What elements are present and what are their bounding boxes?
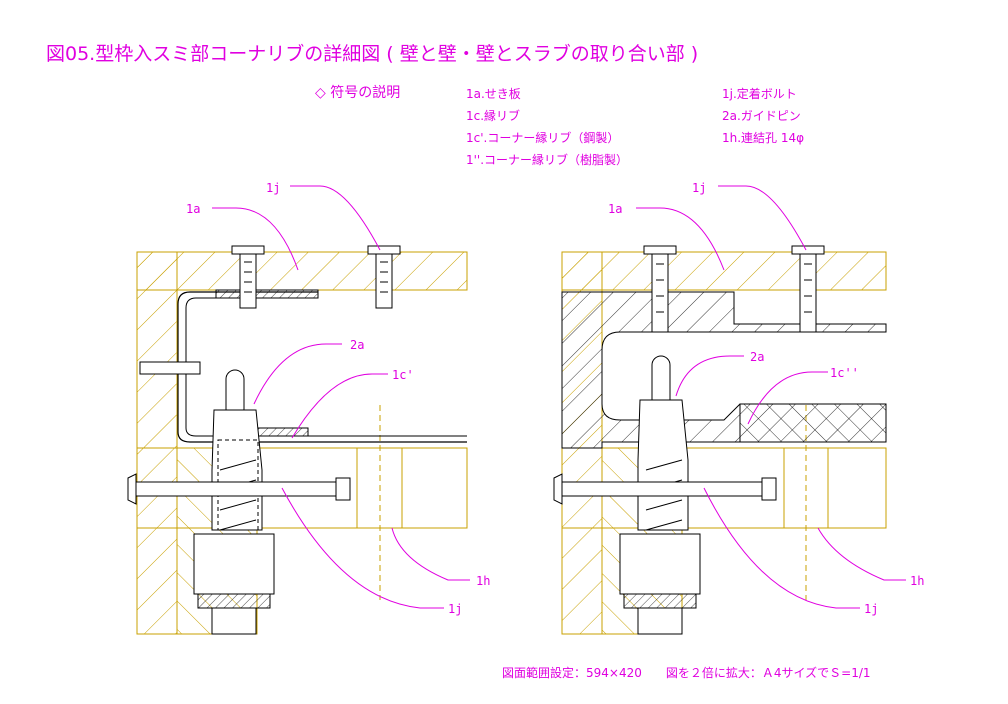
legend-item-1c: 1c.縁リブ bbox=[466, 108, 520, 123]
left-label-pin: 2a bbox=[350, 338, 364, 352]
legend-item-1c-steel: 1c'.コーナー縁リブ（鋼製） bbox=[466, 130, 619, 145]
legend-item-1a: 1a.せき板 bbox=[466, 87, 521, 101]
legend-item-1h: 1h.連結孔 14φ bbox=[722, 131, 804, 145]
footer-note: 図面範囲設定：594×420 図を２倍に拡大：Ａ4サイズでＳ=1/1 bbox=[502, 665, 871, 680]
left-connecting-bolt bbox=[127, 473, 351, 505]
right-anchor-bolt-2 bbox=[791, 245, 825, 333]
right-top-panel bbox=[561, 251, 887, 291]
left-label-rib: 1c' bbox=[392, 368, 414, 382]
right-label-rib: 1c'' bbox=[830, 366, 859, 380]
left-label-bolt-top: 1j bbox=[266, 181, 280, 195]
left-label-bolt-bottom: 1j bbox=[448, 602, 462, 616]
right-label-pin: 2a bbox=[750, 350, 764, 364]
left-label-hole: 1h bbox=[476, 574, 490, 588]
right-anchor-bolt-1 bbox=[643, 245, 677, 333]
left-anchor-bolt-2 bbox=[367, 245, 401, 309]
right-label-hole: 1h bbox=[910, 574, 924, 588]
left-top-panel bbox=[136, 251, 468, 291]
right-connecting-bolt bbox=[553, 473, 777, 505]
left-detail: 1j 1a 2a 1c' 1h 1j bbox=[127, 181, 490, 635]
left-side-bolt bbox=[139, 361, 201, 375]
legend-item-2a: 2a.ガイドピン bbox=[722, 109, 801, 123]
right-guide-pin bbox=[619, 355, 701, 635]
right-detail: 1j 1a 2a 1c'' 1h 1j bbox=[553, 181, 924, 635]
left-anchor-bolt-1 bbox=[231, 245, 265, 309]
left-side-panel bbox=[136, 251, 178, 635]
legend-item-1j: 1j.定着ボルト bbox=[722, 86, 797, 101]
right-label-bolt-top: 1j bbox=[692, 181, 706, 195]
right-label-bolt-bottom: 1j bbox=[864, 602, 878, 616]
right-label-panel: 1a bbox=[608, 202, 622, 216]
left-guide-pin bbox=[193, 369, 275, 635]
legend-heading: ◇ 符号の説明 bbox=[315, 85, 400, 101]
legend-item-1c-resin: 1''.コーナー縁リブ（樹脂製） bbox=[466, 152, 628, 167]
drawing-title: 図05.型枠入スミ部コーナリブの詳細図 ( 壁と壁・壁とスラブの取り合い部 ) bbox=[46, 42, 698, 65]
left-label-panel: 1a bbox=[186, 202, 200, 216]
